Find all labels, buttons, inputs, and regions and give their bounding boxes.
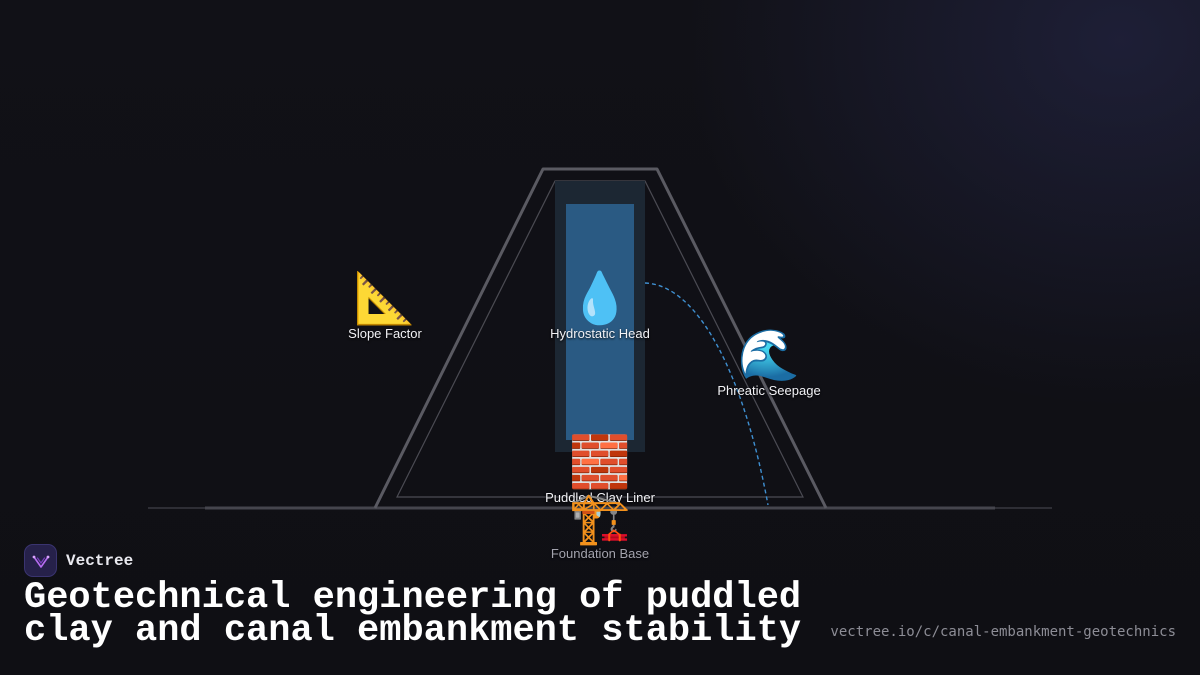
embankment-outer-outline <box>373 167 828 509</box>
phreatic-seepage-line <box>644 282 769 506</box>
water-column <box>566 204 634 440</box>
source-url: vectree.io/c/canal-embankment-geotechnic… <box>830 624 1176 640</box>
node-label: Puddled Clay Liner <box>545 490 655 505</box>
node-label: Phreatic Seepage <box>717 383 821 398</box>
node-hydrostatic-head: 💧 Hydrostatic Head <box>550 270 650 342</box>
triangular-ruler-icon: 📐 <box>353 269 417 327</box>
node-phreatic-seepage: 🌊 Phreatic Seepage <box>717 327 820 399</box>
page-title: Geotechnical engineering of puddled clay… <box>24 577 802 652</box>
water-wave-icon: 🌊 <box>737 326 801 384</box>
brick-icon: 🧱 <box>568 433 632 491</box>
droplet-icon: 💧 <box>568 269 632 327</box>
construction-crane-icon: 🏗️ <box>568 489 632 547</box>
node-label: Slope Factor <box>348 326 422 341</box>
brand-name: Vectree <box>66 551 134 570</box>
node-puddled-clay-liner: 🧱 Puddled Clay Liner <box>545 434 655 506</box>
brand: Vectree <box>24 544 133 577</box>
node-label: Foundation Base <box>550 546 650 561</box>
vectree-logo-icon <box>24 544 57 577</box>
node-slope-factor: 📐 Slope Factor <box>348 270 422 342</box>
node-foundation-base: 🏗️ Foundation Base <box>551 490 649 562</box>
node-label: Hydrostatic Head <box>550 326 650 341</box>
